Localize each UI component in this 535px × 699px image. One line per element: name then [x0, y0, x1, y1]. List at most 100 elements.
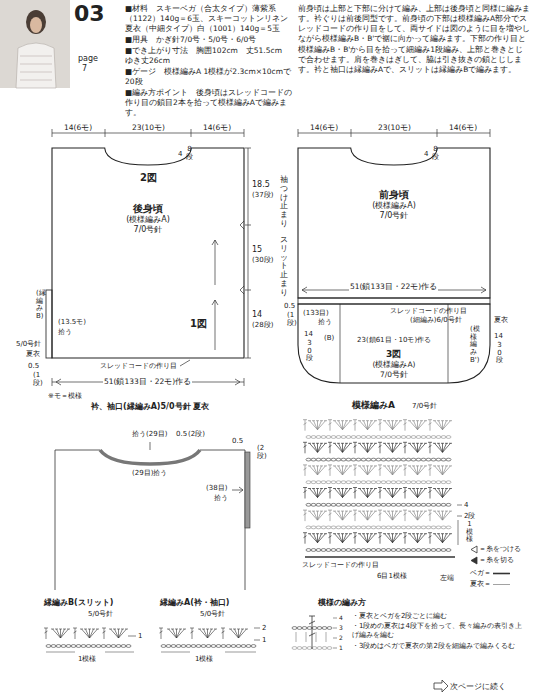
label-text: スレッドコードの作り目	[302, 561, 379, 570]
model-photo	[0, 0, 70, 88]
label-text: 8段	[186, 146, 193, 161]
label-text: 模様編みA	[352, 400, 395, 411]
back-piece-dimensions-part	[245, 148, 251, 358]
piece-text: 前身頃(模様編みA)7/0号針	[298, 188, 490, 222]
label-text: スレッドコードの作り目	[390, 307, 467, 316]
collar-armhole-diagram	[55, 442, 250, 590]
label-text: (38目)	[206, 484, 227, 493]
label-text: 0.5	[28, 362, 39, 371]
label-text: (縁編みB)	[36, 290, 43, 321]
label-text: 拾う	[58, 328, 72, 337]
label-text: (2段)	[188, 430, 205, 439]
label-text: (133目)	[303, 309, 329, 318]
legend-row: ベガ＝	[470, 568, 511, 578]
piece-title: 前身頃	[298, 188, 490, 201]
label-text: 袖つけ止まり	[280, 176, 288, 229]
piece-outline-path	[298, 304, 490, 383]
label-text: 18.5	[252, 180, 270, 190]
label-text: 夏衣	[494, 316, 508, 325]
label-text: 30段	[306, 340, 313, 363]
front-upper-piece: 前身頃(模様編みA)7/0号針	[298, 148, 490, 298]
label-text: page	[78, 54, 98, 64]
legend-text: ＝糸をつける	[479, 544, 521, 554]
label-text: 4	[464, 501, 468, 510]
collar-armhole-diagram-part	[245, 452, 250, 528]
label-text: 0.5	[176, 430, 187, 439]
stitch-stroke	[46, 652, 134, 653]
label-text: ■材料 スキーベガ（合太タイプ）薄紫系（1122）140g＝6玉、スキーコットン…	[125, 4, 295, 34]
label-text: 14(6モ)	[203, 123, 231, 132]
label-text: 0.5	[232, 437, 243, 446]
label-text: 14(6モ)	[449, 123, 477, 132]
label-text: 7/0号針	[412, 402, 437, 411]
stitch-stroke	[161, 645, 256, 648]
piece-note: (模様編みA)	[298, 360, 490, 370]
legend-text: ベガ＝	[470, 568, 491, 578]
next-page-arrow	[434, 680, 448, 692]
stitch-stroke	[303, 533, 452, 544]
label-text: ■編み方ポイント 後身頃はスレッドコードの作り目の鎖目2本を拾って模様編みAで編…	[125, 88, 295, 118]
label-text: 23(10モ)	[378, 123, 411, 132]
label-text: (28段)	[252, 321, 273, 330]
back-piece-dimensions-part	[240, 221, 244, 294]
label-text: (細編み)6/0号針	[410, 316, 462, 325]
model-photo-part	[30, 17, 42, 33]
stitch-stroke	[254, 628, 260, 640]
label-text: 拾う	[318, 318, 332, 327]
label-text: 拾う	[214, 494, 228, 503]
piece-outline	[298, 148, 490, 298]
label-text: 14(6モ)	[64, 123, 92, 132]
back-piece-dimensions-part	[212, 240, 218, 285]
label-text: ※モ＝模様	[48, 392, 82, 401]
label-text: 14	[252, 310, 262, 320]
label-text: (模様編みB')	[470, 326, 477, 364]
label-text: 衿、袖口(縁編みA)5/0号針 夏衣	[91, 402, 209, 412]
label-text: 1	[262, 636, 266, 645]
label-text: (13.5モ)	[58, 318, 86, 327]
stitch-stroke	[128, 636, 136, 637]
label-text: 03	[74, 0, 105, 28]
label-text: 1	[339, 644, 343, 652]
collar-armhole-diagram-part	[150, 442, 151, 450]
label-text: 23(鎖61目・10モ)作る	[357, 336, 431, 345]
back-piece-dimensions-part	[52, 378, 244, 386]
stitch-stroke	[457, 505, 462, 516]
back-piece-dimensions	[46, 129, 251, 386]
label-text: 15	[252, 245, 262, 255]
stitch-stroke	[458, 520, 459, 545]
label-text: 3	[339, 624, 343, 632]
label-text: 1模様	[78, 655, 96, 664]
label-text: ・3段めはベガで夏衣の第2段を細編みで編みくるむ	[352, 642, 527, 651]
legend-text: ＝糸を切る	[479, 555, 514, 565]
stitch-stroke	[303, 465, 452, 476]
stitch-stroke	[303, 420, 452, 431]
legend-sample	[470, 556, 479, 565]
thread-join-symbol	[471, 546, 477, 553]
stitch-stroke	[303, 510, 452, 521]
stitch-stroke	[306, 503, 451, 506]
label-text: 1	[138, 632, 142, 641]
label-text: 30段	[496, 342, 503, 365]
label-text: (1段)	[287, 312, 294, 327]
label-text: ・夏衣とベガを2段ごとに編む	[352, 612, 527, 621]
stitch-stroke	[303, 442, 452, 453]
label-text: 0.5	[284, 302, 295, 311]
back-piece-dimensions-part	[46, 290, 52, 358]
label-text: 縁編みB(スリット)	[44, 598, 113, 608]
piece-note: 7/0号針	[298, 211, 490, 221]
stitch-stroke	[333, 618, 337, 648]
label-text: 次ページに続く	[450, 682, 506, 692]
yarn-line-sample	[493, 572, 510, 574]
back-piece-dimensions-part	[180, 360, 190, 366]
next-page-arrow-part	[434, 680, 448, 692]
label-text: (2段)	[257, 445, 264, 460]
piece-outline-path	[52, 148, 244, 358]
label-text: 6目1模様	[377, 572, 407, 581]
model-photo-part	[20, 56, 52, 80]
model-photo-part	[16, 43, 56, 88]
piece-text: 後身頃(模様編みA)7/0号針	[52, 202, 244, 236]
label-text: 4	[424, 150, 428, 159]
legend-sample	[491, 580, 511, 589]
stitch-stroke	[305, 556, 455, 557]
label-text: スリット止まり	[280, 236, 288, 298]
